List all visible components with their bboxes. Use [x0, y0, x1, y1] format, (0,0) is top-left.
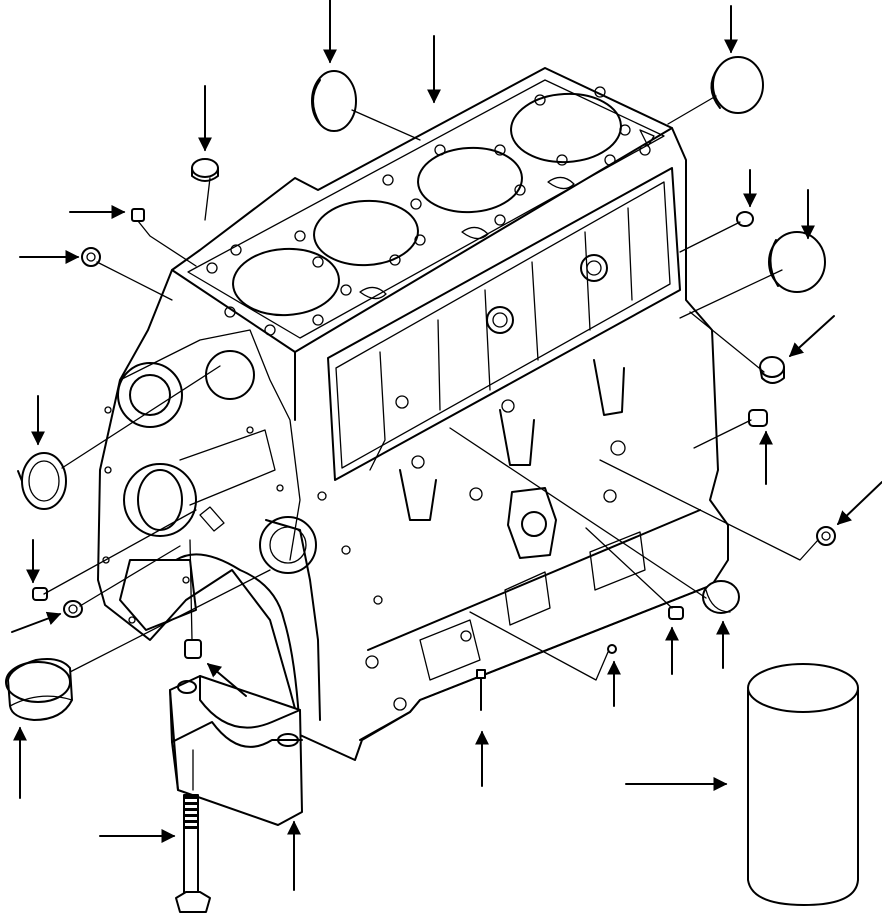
cap-bolt [175, 794, 211, 913]
cylinder-block [97, 67, 729, 761]
callout-arrows [11, 0, 882, 891]
plug-lower-center [668, 606, 684, 620]
cylinder-bores [232, 92, 622, 317]
front-bushing-upper [17, 452, 67, 510]
expansion-plug-right [768, 231, 826, 293]
expansion-plug-top-right [710, 56, 764, 114]
drain-plug-right-top [736, 211, 754, 227]
dowel-pin-top [131, 208, 145, 222]
seal-ring-far-right [816, 526, 836, 546]
main-bearing-cap [169, 675, 303, 826]
gear-case-gasket [175, 553, 301, 736]
leader-lines [43, 95, 819, 791]
pin-lower-center [607, 644, 617, 654]
seal-ring-left [63, 600, 83, 618]
deck-holes [206, 86, 655, 336]
dowel-pin-left [32, 587, 48, 601]
front-bushing-lower [5, 658, 73, 721]
expansion-plug-top-left [311, 70, 357, 132]
bolt-small-pan [476, 669, 486, 711]
cylinder-liner [747, 663, 859, 906]
plug-right-mid [748, 409, 768, 427]
drain-plug-left [81, 247, 101, 267]
bushing-right [759, 356, 785, 384]
plug-small-top [191, 158, 219, 182]
seal-ring-lower-right [702, 580, 740, 614]
cap-dowel [184, 639, 202, 659]
